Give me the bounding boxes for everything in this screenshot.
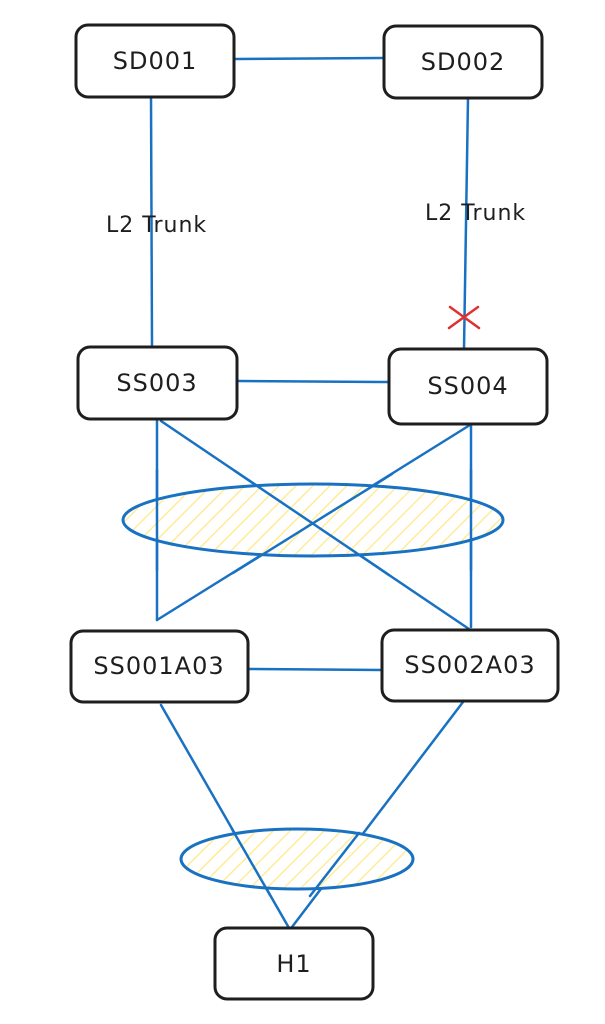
link-sd002-ss004 <box>462 96 470 351</box>
link-sd001-ss003 <box>149 94 154 347</box>
link-overlay <box>231 472 394 575</box>
node-ss003-label: SS003 <box>116 369 197 397</box>
right-trunk-label: L2 Trunk <box>425 201 526 226</box>
node-ss002a03-label: SS002A03 <box>404 651 535 679</box>
link-sd001-sd002 <box>233 56 386 61</box>
node-ss002a03[interactable]: SS002A03 <box>380 628 560 703</box>
lower-port-channel-ellipse <box>179 827 415 891</box>
link-ss001a03-ss002a03 <box>246 667 384 672</box>
upper-port-channel-ellipse <box>121 482 505 558</box>
node-sd001[interactable]: SD001 <box>74 23 236 99</box>
node-h1-label: H1 <box>276 950 311 978</box>
failure-x-icon <box>447 305 481 330</box>
left-trunk-label: L2 Trunk <box>106 213 207 238</box>
links-over-bundles <box>155 468 473 898</box>
link-ss003-ss004 <box>236 379 391 384</box>
node-ss001a03-label: SS001A03 <box>93 652 224 680</box>
node-ss004[interactable]: SS004 <box>387 347 549 426</box>
node-h1[interactable]: H1 <box>213 926 375 1001</box>
node-sd001-label: SD001 <box>113 47 198 75</box>
node-ss003[interactable]: SS003 <box>76 345 239 421</box>
node-ss001a03[interactable]: SS001A03 <box>69 629 250 704</box>
link-overlay <box>230 827 272 897</box>
node-sd002[interactable]: SD002 <box>382 24 544 100</box>
link-ss002a03-h1 <box>290 700 465 929</box>
node-ss004-label: SS004 <box>427 372 508 400</box>
node-sd002-label: SD002 <box>421 48 506 76</box>
link-overlay <box>308 831 361 898</box>
